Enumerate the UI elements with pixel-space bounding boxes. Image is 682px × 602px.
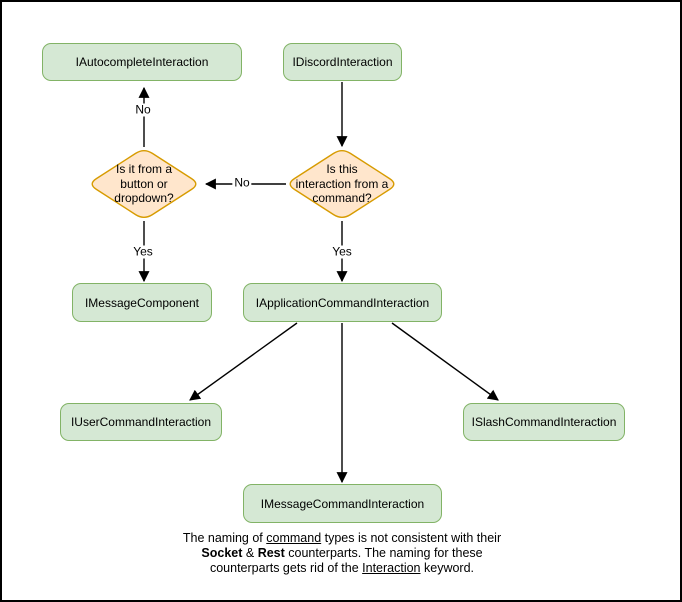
note-segment: & (242, 546, 258, 560)
node-application-command-interaction: IApplicationCommandInteraction (243, 283, 442, 322)
note-line-1: The naming of command types is not consi… (122, 531, 562, 546)
edge-label-no-up: No (133, 102, 153, 117)
node-discord-interaction: IDiscordInteraction (283, 43, 402, 81)
note-segment: types is not consistent with their (321, 531, 502, 545)
node-message-component: IMessageComponent (72, 283, 212, 322)
note-text: The naming of command types is not consi… (122, 531, 562, 576)
decision-from-command-shape (289, 150, 395, 218)
note-line-2: Socket & Rest counterparts. The naming f… (122, 546, 562, 561)
decision-from-command-label: Is this interaction from a command? (295, 162, 389, 206)
note-segment-bold: Rest (257, 546, 285, 560)
node-autocomplete-interaction: IAutocompleteInteraction (42, 43, 242, 81)
node-slash-command-interaction: ISlashCommandInteraction (463, 403, 625, 441)
node-message-command-interaction: IMessageCommandInteraction (243, 484, 442, 523)
note-segment-underline: command (266, 531, 322, 545)
edge-label-yes-right: Yes (330, 244, 354, 259)
note-segment-underline: Interaction (362, 561, 421, 575)
edge-label-no-left: No (232, 175, 252, 190)
node-user-command-interaction: IUserCommandInteraction (60, 403, 222, 441)
decision-button-or-dropdown-shape (91, 150, 197, 218)
edge-to-user-command (189, 322, 298, 401)
note-segment: counterparts gets rid of the (209, 561, 363, 575)
note-segment-bold: Socket (201, 546, 243, 560)
note-line-3: counterparts gets rid of the Interaction… (122, 561, 562, 576)
note-segment: keyword. (420, 561, 475, 575)
decision-button-or-dropdown-label: Is it from a button or dropdown? (114, 162, 174, 206)
edge-label-yes-left: Yes (131, 244, 155, 259)
note-segment: counterparts. The naming for these (284, 546, 483, 560)
edge-to-slash-command (391, 322, 499, 401)
note-segment: The naming of (182, 531, 267, 545)
